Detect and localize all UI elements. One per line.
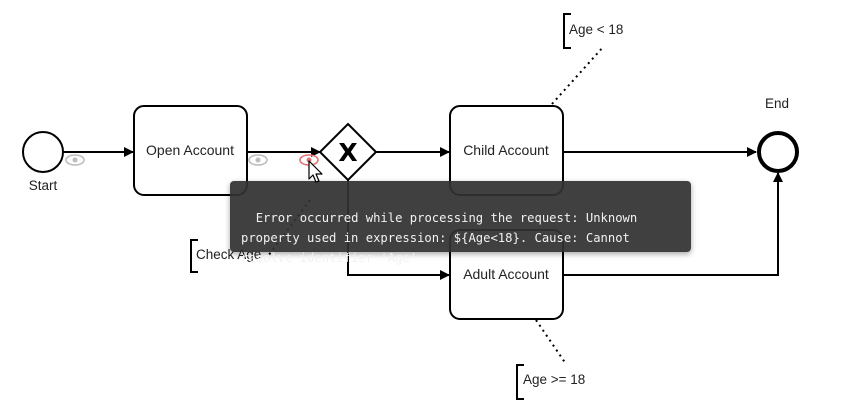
exclusive-gateway[interactable]	[318, 122, 378, 182]
cursor-icon	[308, 160, 323, 183]
condition-adult-label: Age >= 18	[523, 372, 585, 387]
association-child-condition	[551, 45, 605, 105]
task-child-account-label: Child Account	[463, 142, 549, 158]
task-open-account[interactable]	[133, 105, 248, 196]
association-adult-condition	[535, 319, 567, 365]
condition-child-label: Age < 18	[569, 22, 623, 37]
gateway-marker: X	[338, 138, 357, 167]
annotation-bracket-check-age	[190, 239, 198, 273]
error-tooltip: Error occurred while processing the requ…	[230, 181, 691, 265]
start-event-label: Start	[29, 178, 58, 193]
eye-icon[interactable]	[65, 154, 85, 166]
task-open-account-label: Open Account	[146, 142, 234, 158]
error-tooltip-message: Error occurred while processing the requ…	[241, 211, 645, 265]
task-adult-account-label: Adult Account	[463, 266, 549, 282]
start-event[interactable]	[22, 131, 64, 173]
eye-icon[interactable]	[248, 154, 268, 166]
annotation-bracket-adult	[516, 364, 524, 400]
annotation-bracket-child	[563, 13, 571, 49]
end-event-label: End	[765, 96, 789, 111]
flow-adult-account-to-end[interactable]	[563, 172, 783, 276]
end-event[interactable]	[757, 131, 799, 173]
